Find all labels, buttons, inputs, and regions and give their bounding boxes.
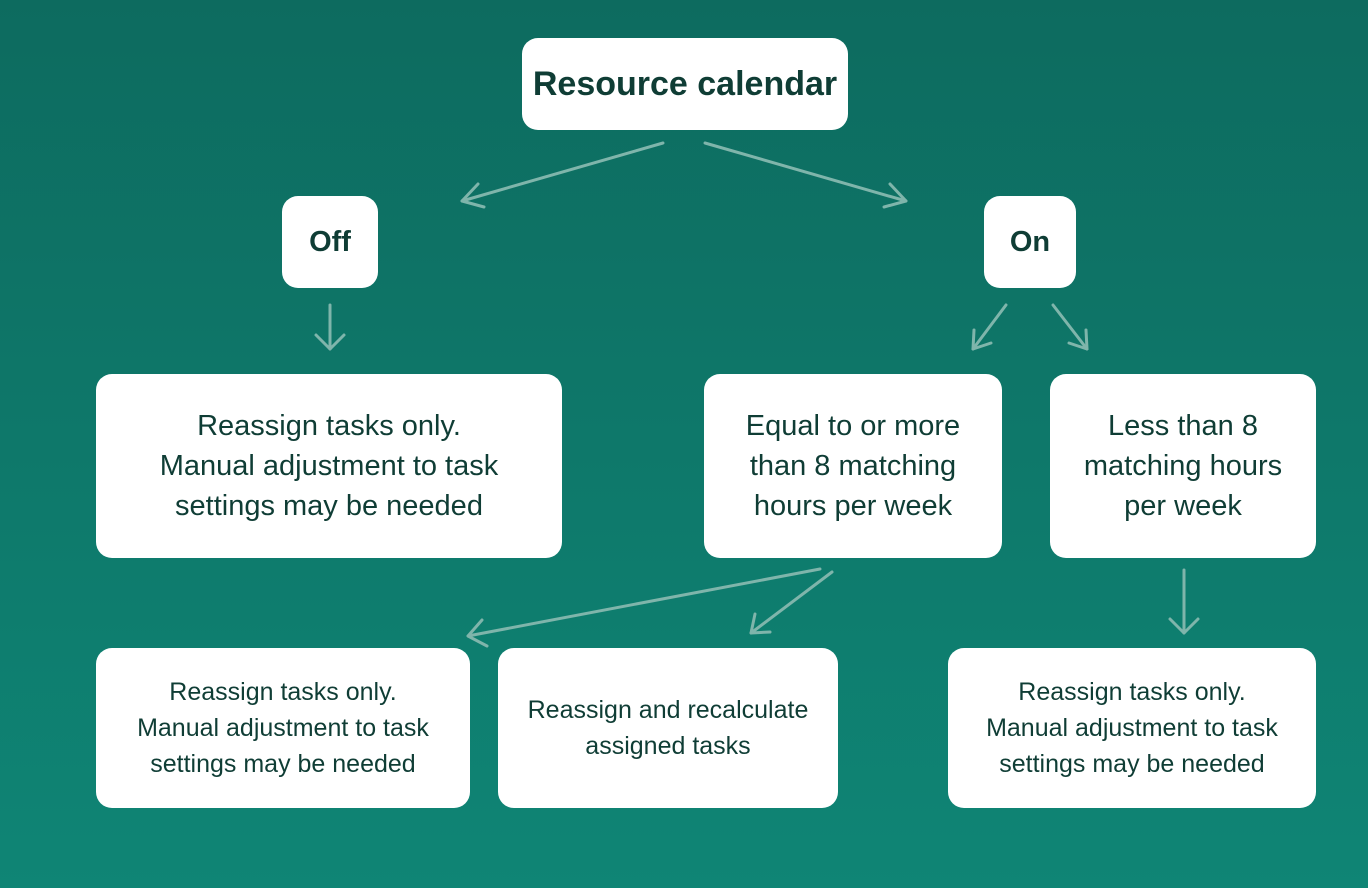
arrow-root-to-on: [703, 141, 908, 203]
node-on-lt-8-hours: Less than 8 matching hours per week: [1050, 374, 1316, 558]
node-gte-reassign-only: Reassign tasks only. Manual adjustment t…: [96, 648, 470, 808]
node-label: Reassign tasks only. Manual adjustment t…: [159, 410, 499, 522]
node-off-result: Reassign tasks only. Manual adjustment t…: [96, 374, 562, 558]
arrow-root-to-off: [460, 141, 665, 203]
node-lt-reassign-only: Reassign tasks only. Manual adjustment t…: [948, 648, 1316, 808]
arrowhead-gte-to-reassign: [466, 618, 489, 648]
node-label: Reassign tasks only. Manual adjustment t…: [986, 678, 1278, 778]
arrowhead-on-to-lt: [1067, 328, 1089, 351]
node-label: Equal to or more than 8 matching hours p…: [745, 410, 961, 522]
node-label: Reassign and recalculate assigned tasks: [527, 696, 809, 760]
arrow-gte-to-reassign: [466, 567, 822, 638]
node-off: Off: [282, 196, 378, 288]
node-gte-recalculate: Reassign and recalculate assigned tasks: [498, 648, 838, 808]
node-label: Resource calendar: [532, 64, 838, 103]
arrow-on-to-lt: [1051, 303, 1089, 351]
node-label: On: [1009, 225, 1051, 258]
arrow-on-to-gte: [971, 303, 1008, 351]
arrowhead-lt-to-result: [1168, 617, 1200, 635]
node-label: Reassign tasks only. Manual adjustment t…: [137, 678, 429, 778]
arrowhead-root-to-off: [460, 182, 486, 209]
arrowhead-on-to-gte: [971, 328, 993, 351]
node-label: Off: [309, 225, 351, 258]
node-label: Less than 8 matching hours per week: [1083, 410, 1283, 522]
node-on-gte-8-hours: Equal to or more than 8 matching hours p…: [704, 374, 1002, 558]
arrowhead-off-to-result: [314, 333, 346, 351]
node-resource-calendar: Resource calendar: [522, 38, 848, 130]
node-on: On: [984, 196, 1076, 288]
arrowhead-gte-to-recalculate: [749, 612, 772, 635]
arrowhead-root-to-on: [882, 182, 908, 209]
arrow-gte-to-recalculate: [749, 570, 834, 635]
